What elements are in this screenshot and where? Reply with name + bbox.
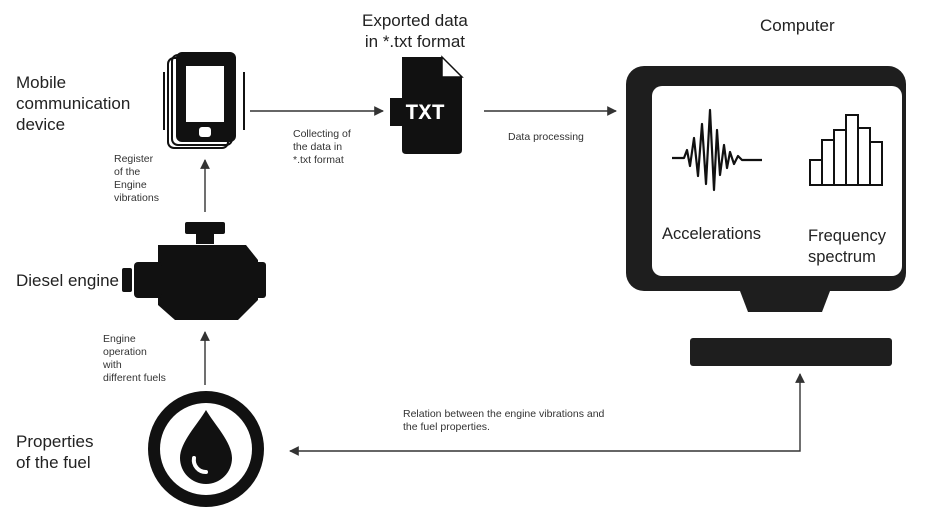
fuel-drop-icon — [148, 391, 264, 507]
txt-file-icon: TXT — [390, 55, 464, 154]
edge-label-operation: Engine operation with different fuels — [103, 333, 166, 384]
edge-label-register: Register of the Engine vibrations — [114, 153, 159, 204]
arrow-computer-to-fuel — [289, 373, 805, 456]
label-computer: Computer — [760, 16, 835, 35]
smartphone-vibrating-icon — [163, 52, 245, 149]
label-frequency-spectrum: Frequency spectrum — [808, 227, 886, 266]
label-diesel-engine: Diesel engine — [16, 271, 120, 290]
computer-monitor-icon — [626, 66, 906, 366]
edge-label-relation: Relation between the engine vibrations a… — [403, 408, 605, 433]
file-type-text: TXT — [405, 101, 445, 126]
acceleration-waveform-icon — [672, 108, 762, 192]
label-mobile-device: Mobile communication device — [16, 73, 131, 134]
edge-label-collecting: Collecting of the data in *.txt format — [293, 128, 351, 166]
engine-icon — [122, 222, 266, 320]
label-exported-data: Exported data in *.txt format — [362, 11, 468, 51]
label-accelerations: Accelerations — [662, 225, 762, 243]
label-fuel-properties: Properties of the fuel — [16, 432, 94, 472]
edge-label-processing: Data processing — [508, 131, 584, 143]
frequency-spectrum-icon — [809, 114, 883, 186]
